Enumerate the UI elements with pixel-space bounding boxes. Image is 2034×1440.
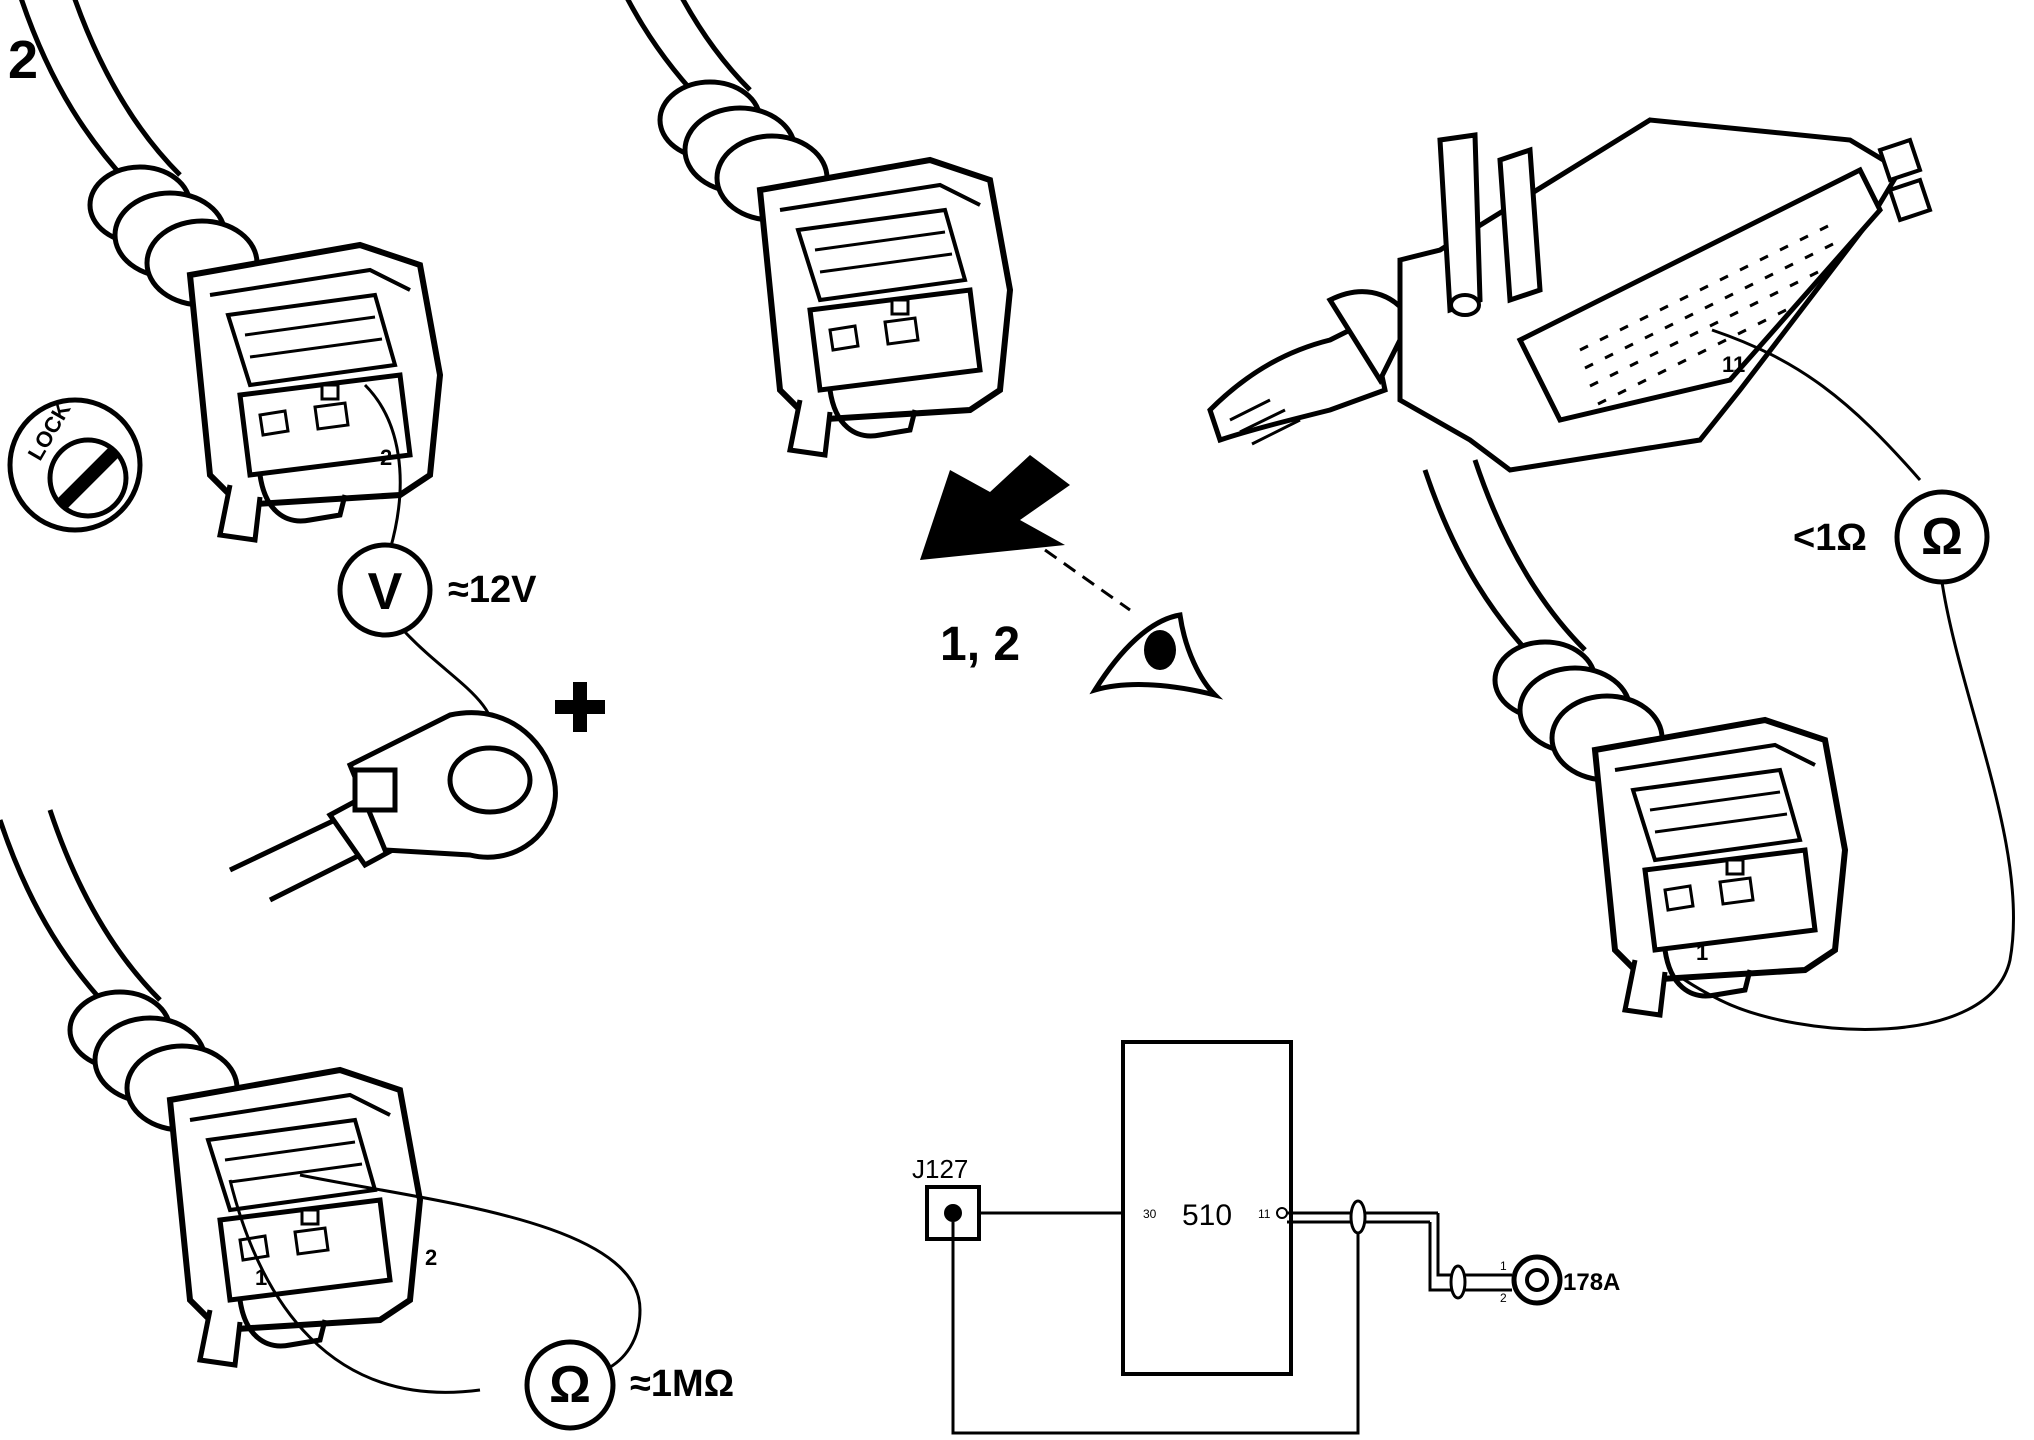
step-number: 2 [8,30,38,90]
component-pin-2: 2 [1500,1291,1507,1305]
inspection-panel: 1, 2 [590,0,1224,700]
eye-icon [1089,612,1224,700]
ignition-lock-icon [7,397,143,533]
positive-terminal-icon [555,682,605,732]
continuity-reading: <1Ω [1793,517,1867,559]
insulation-pin-2: 2 [425,1245,437,1270]
module-pin-out: 11 [1258,1207,1271,1221]
injector-connector-bottom-left [0,810,420,1365]
ecu-pin-grid [1579,224,1834,406]
voltage-pin-label: 2 [380,445,392,470]
voltmeter-symbol: V [368,563,403,621]
ohmmeter-icon-bottom [524,1339,616,1431]
wiring-diagram: J127 30 510 11 1 2 178A [912,1040,1620,1435]
continuity-pin-label: 1 [1696,940,1708,965]
insulation-reading: ≈1MΩ [630,1363,734,1405]
component-pin-1: 1 [1500,1259,1507,1273]
component-178a-label: 178A [1563,1269,1620,1296]
insert-arrow-icon [920,455,1070,560]
connector-j127-label: J127 [912,1154,968,1184]
module-510-label: 510 [1182,1199,1232,1232]
ohmmeter-symbol-bottom: Ω [549,1356,591,1414]
insulation-pin-1: 1 [255,1265,267,1290]
voltmeter-icon [337,542,433,638]
ecu-connector-icon [1207,117,1933,473]
module-pin-in: 30 [1143,1207,1157,1221]
insulation-test-panel: Ω ≈1MΩ 1 2 [0,810,734,1431]
ecu-pin-label: 11 [1722,352,1745,377]
injector-connector-top-center [590,0,1010,455]
battery-terminal-icon [228,710,558,903]
voltage-reading: ≈12V [448,569,537,611]
injector-connector-right [1425,460,1845,1015]
voltage-test-panel: V ≈12V 2 + [20,0,605,903]
component-178a-icon [1511,1254,1563,1306]
module-510-box [1121,1040,1293,1376]
continuity-test-panel: 11 Ω <1Ω 1 [1207,117,2015,1031]
inspection-step-ref: 1, 2 [940,618,1020,671]
ohmmeter-symbol-right: Ω [1921,508,1963,566]
